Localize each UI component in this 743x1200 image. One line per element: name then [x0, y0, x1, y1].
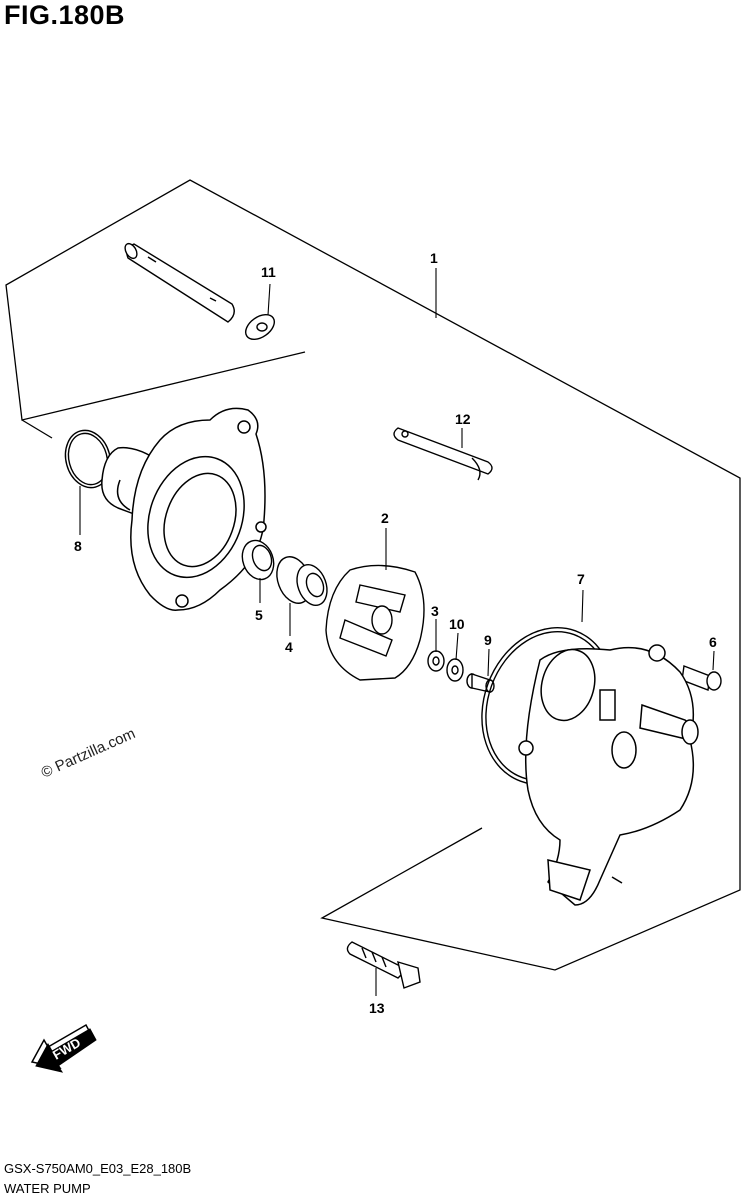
callout-4: 4	[285, 639, 293, 655]
callout-5: 5	[255, 607, 263, 623]
callout-10: 10	[449, 616, 465, 632]
fwd-arrow-icon: FWD	[30, 1023, 97, 1073]
callout-labels: 1 2 3 4 5 6 7 8 9 10 11 12 13	[74, 250, 717, 1016]
callout-1: 1	[430, 250, 438, 266]
callout-9: 9	[484, 632, 492, 648]
watermark-text: © Partzilla.com	[39, 725, 138, 782]
callout-12: 12	[455, 411, 471, 427]
clamp-12	[393, 427, 493, 481]
callout-2: 2	[381, 510, 389, 526]
bolt-13	[346, 941, 421, 989]
diagram-code: GSX-S750AM0_E03_E28_180B	[4, 1161, 192, 1176]
bolt-6	[681, 665, 722, 691]
figure-title: FIG.180B	[4, 0, 126, 30]
o-ring-8	[64, 429, 112, 489]
pump-housing	[518, 644, 699, 906]
seal-5	[241, 539, 275, 581]
impeller-2	[325, 564, 425, 681]
callout-7: 7	[577, 571, 585, 587]
callout-6: 6	[709, 634, 717, 650]
pump-body	[101, 407, 267, 611]
leader-lines	[79, 268, 715, 996]
washer-11	[244, 313, 276, 341]
shaft-part	[124, 242, 235, 323]
washer-10	[446, 658, 464, 682]
washer-3	[427, 650, 445, 672]
assembly-outline	[5, 179, 741, 971]
callout-11: 11	[261, 264, 276, 280]
callout-8: 8	[74, 538, 82, 554]
bolt-9	[466, 673, 495, 693]
mechanical-seal-4	[276, 556, 328, 607]
diagram-name: WATER PUMP	[4, 1181, 91, 1196]
callout-13: 13	[369, 1000, 385, 1016]
callout-3: 3	[431, 603, 439, 619]
